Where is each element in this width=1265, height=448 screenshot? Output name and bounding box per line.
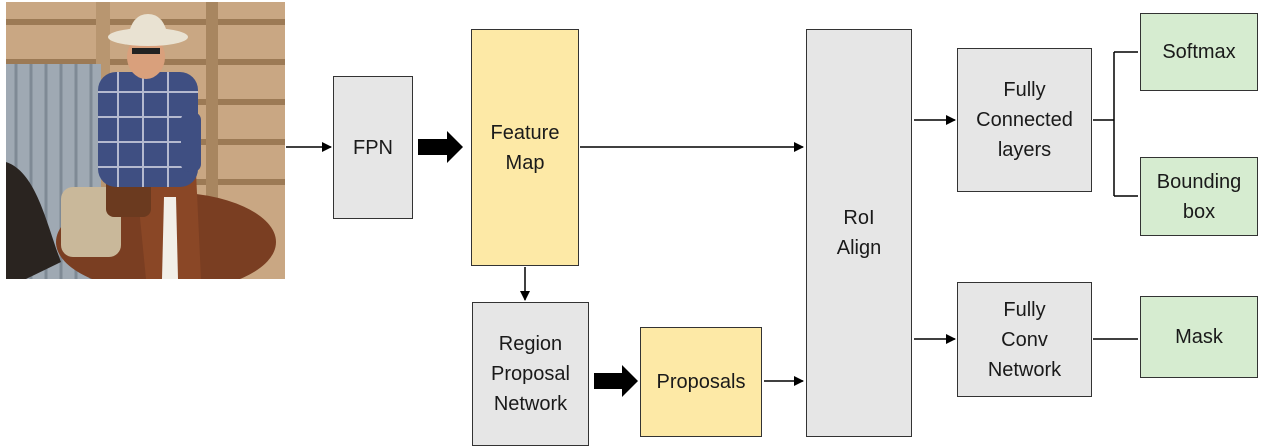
softmax-box: Softmax <box>1140 13 1258 91</box>
feature-map-box: Feature Map <box>471 29 579 266</box>
rider-photo-image <box>6 2 285 279</box>
fc-layers-branch-connector <box>1093 51 1138 197</box>
bounding-box-box: Bounding box <box>1140 157 1258 236</box>
rpn-to-proposals-thick-arrow <box>594 365 638 397</box>
input-photo <box>6 2 285 279</box>
roi-align-box: RoI Align <box>806 29 912 437</box>
fpn-to-feature-map-thick-arrow <box>418 131 463 163</box>
fully-conv-network-box: Fully Conv Network <box>957 282 1092 397</box>
fully-connected-layers-box: Fully Connected layers <box>957 48 1092 192</box>
mask-box: Mask <box>1140 296 1258 378</box>
region-proposal-network-box: Region Proposal Network <box>472 302 589 446</box>
proposals-box: Proposals <box>640 327 762 437</box>
fpn-box: FPN <box>333 76 413 219</box>
